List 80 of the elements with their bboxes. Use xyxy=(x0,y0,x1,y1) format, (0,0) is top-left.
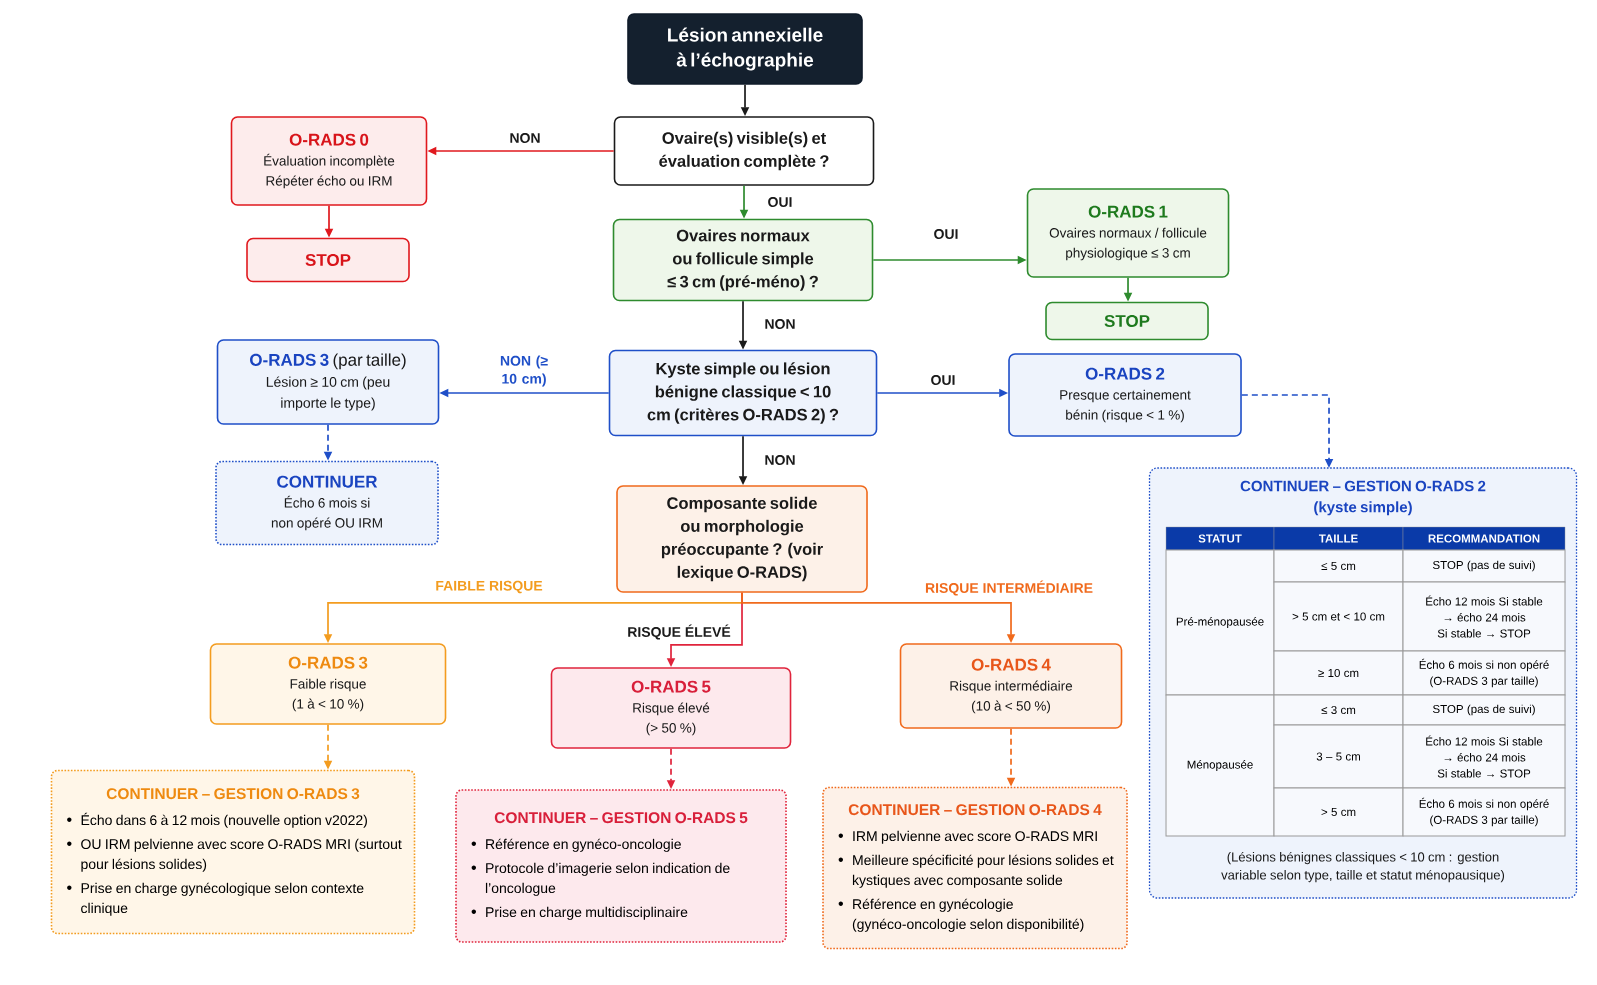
edge-label: NON xyxy=(765,319,795,329)
box-heading: O-RADS 3 (par taille) xyxy=(250,353,406,370)
stop-box xyxy=(246,237,410,283)
box-heading: O-RADS 1 xyxy=(1088,205,1168,218)
edge-label: FAIBLE RISQUE xyxy=(436,580,543,594)
box-text: Presque certainement bénin (risque < 1 %) xyxy=(1060,389,1191,423)
list-item: Prise en charge gynécologique selon contexte clinique xyxy=(67,882,364,916)
box-heading: CONTINUER xyxy=(277,475,378,488)
footnote-text: (Lésions bénignes classiques < 10 cm : gestion variable selon type, taille et statut ménopausique) xyxy=(1221,851,1505,883)
result-box xyxy=(899,643,1123,729)
list-item: Prise en charge multidisciplinaire xyxy=(471,906,688,920)
box-heading: STOP xyxy=(1104,315,1150,328)
box-text: Écho 6 mois si non opéré OU IRM xyxy=(271,495,382,531)
box-heading: O-RADS 3 xyxy=(288,656,368,669)
table-cell: ≥ 10 cm xyxy=(1273,650,1404,696)
list-item: OU IRM pelvienne avec score O-RADS MRI (surtout pour lésions solides) xyxy=(67,838,402,872)
edge-label: NON (≥ 10 cm) xyxy=(500,355,548,387)
list-item: Référence en gynécologie (gynéco-oncologie selon disponibilité) xyxy=(838,898,1084,932)
box-text: Répéter écho ou IRM xyxy=(266,175,392,189)
table-cell: STOP (pas de suivi) xyxy=(1402,549,1566,583)
decision-box xyxy=(612,218,874,302)
list-item: Écho dans 6 à 12 mois (nouvelle option v2022) xyxy=(67,812,367,828)
table-header: RECOMMANDATION xyxy=(1402,526,1566,551)
box-heading: O-RADS 2 xyxy=(1085,367,1165,380)
result-box xyxy=(230,116,428,206)
note-box xyxy=(50,769,416,935)
edge-label: RISQUE ÉLEVÉ xyxy=(628,624,731,640)
result-box xyxy=(550,667,792,749)
box-heading: CONTINUER – GESTION O-RADS 2 xyxy=(1240,480,1486,492)
list-item: Protocole d’imagerie selon indication de l’oncologue xyxy=(471,862,730,896)
stop-box xyxy=(1045,301,1209,341)
question-text: Ovaire(s) visible(s) et évaluation complète ? xyxy=(659,131,829,171)
result-box xyxy=(1008,353,1242,437)
box-heading: CONTINUER – GESTION O-RADS 3 xyxy=(106,788,360,800)
box-heading: O-RADS 0 xyxy=(289,133,369,146)
edge-label: OUI xyxy=(931,375,955,385)
result-box xyxy=(1026,188,1230,278)
question-text: Ovaires normaux ou follicule simple ≤ 3 cm (pré-méno) ? xyxy=(667,229,818,291)
box-text: Évaluation incomplète xyxy=(264,153,395,169)
decision-box xyxy=(608,349,878,437)
result-box xyxy=(209,643,447,725)
table-header: STATUT xyxy=(1165,526,1275,551)
box-text: Ovaires normaux / follicule physiologique ≤ 3 cm xyxy=(1049,227,1207,261)
box-text: Lésion ≥ 10 cm (peu importe le type) xyxy=(266,376,390,411)
list-item: Meilleure spécificité pour lésions solides et kystiques avec composante solide xyxy=(838,854,1114,888)
table-cell: STOP (pas de suivi) xyxy=(1402,694,1566,726)
box-text: Risque intermédiaire (10 à < 50 %) xyxy=(950,680,1073,714)
box-text: Risque élevé (> 50 %) xyxy=(633,702,710,736)
list-item: IRM pelvienne avec score O-RADS MRI xyxy=(838,830,1097,844)
note-box xyxy=(215,460,439,546)
table-header: TAILLE xyxy=(1273,526,1404,551)
edge-label: NON xyxy=(510,133,540,143)
box-title: Lésion annexielle à l’échographie xyxy=(668,27,823,71)
note-box xyxy=(455,789,787,943)
table-cell: Écho 6 mois si non opéré (O-RADS 3 par taille) xyxy=(1402,650,1566,696)
edge-label: OUI xyxy=(768,197,792,207)
table-cell: ≤ 5 cm xyxy=(1273,549,1404,583)
box-heading: (kyste simple) xyxy=(1314,501,1412,516)
box-heading: O-RADS 4 xyxy=(971,658,1051,671)
question-text: Kyste simple ou lésion bénigne classique < 10 cm (critères O-RADS 2) ? xyxy=(647,362,839,424)
edge-label: OUI xyxy=(934,229,958,239)
table-cell: > 5 cm xyxy=(1273,787,1404,837)
result-box xyxy=(216,339,440,425)
box-heading: CONTINUER – GESTION O-RADS 4 xyxy=(848,804,1102,816)
table-cell: Ménopausée xyxy=(1165,694,1275,837)
decision-box xyxy=(613,116,875,186)
box-heading: STOP xyxy=(305,254,351,267)
decision-box xyxy=(616,485,868,593)
edge-label: NON xyxy=(765,455,795,465)
list-item: Référence en gynéco-oncologie xyxy=(471,838,681,852)
start-box xyxy=(627,13,863,85)
box-text: Faible risque (1 à < 10 %) xyxy=(290,678,366,712)
edge-label: RISQUE INTERMÉDIAIRE xyxy=(925,580,1093,596)
question-text: Composante solide ou morphologie préoccupante ? (voir lexique O-RADS) xyxy=(661,496,823,582)
note-box xyxy=(822,786,1128,950)
table-cell: Pré-ménopausée xyxy=(1165,549,1275,696)
box-heading: O-RADS 5 xyxy=(631,680,711,693)
table-cell: Écho 6 mois si non opéré (O-RADS 3 par taille) xyxy=(1402,787,1566,837)
box-heading: CONTINUER – GESTION O-RADS 5 xyxy=(494,812,748,824)
table-cell: ≤ 3 cm xyxy=(1273,694,1404,726)
